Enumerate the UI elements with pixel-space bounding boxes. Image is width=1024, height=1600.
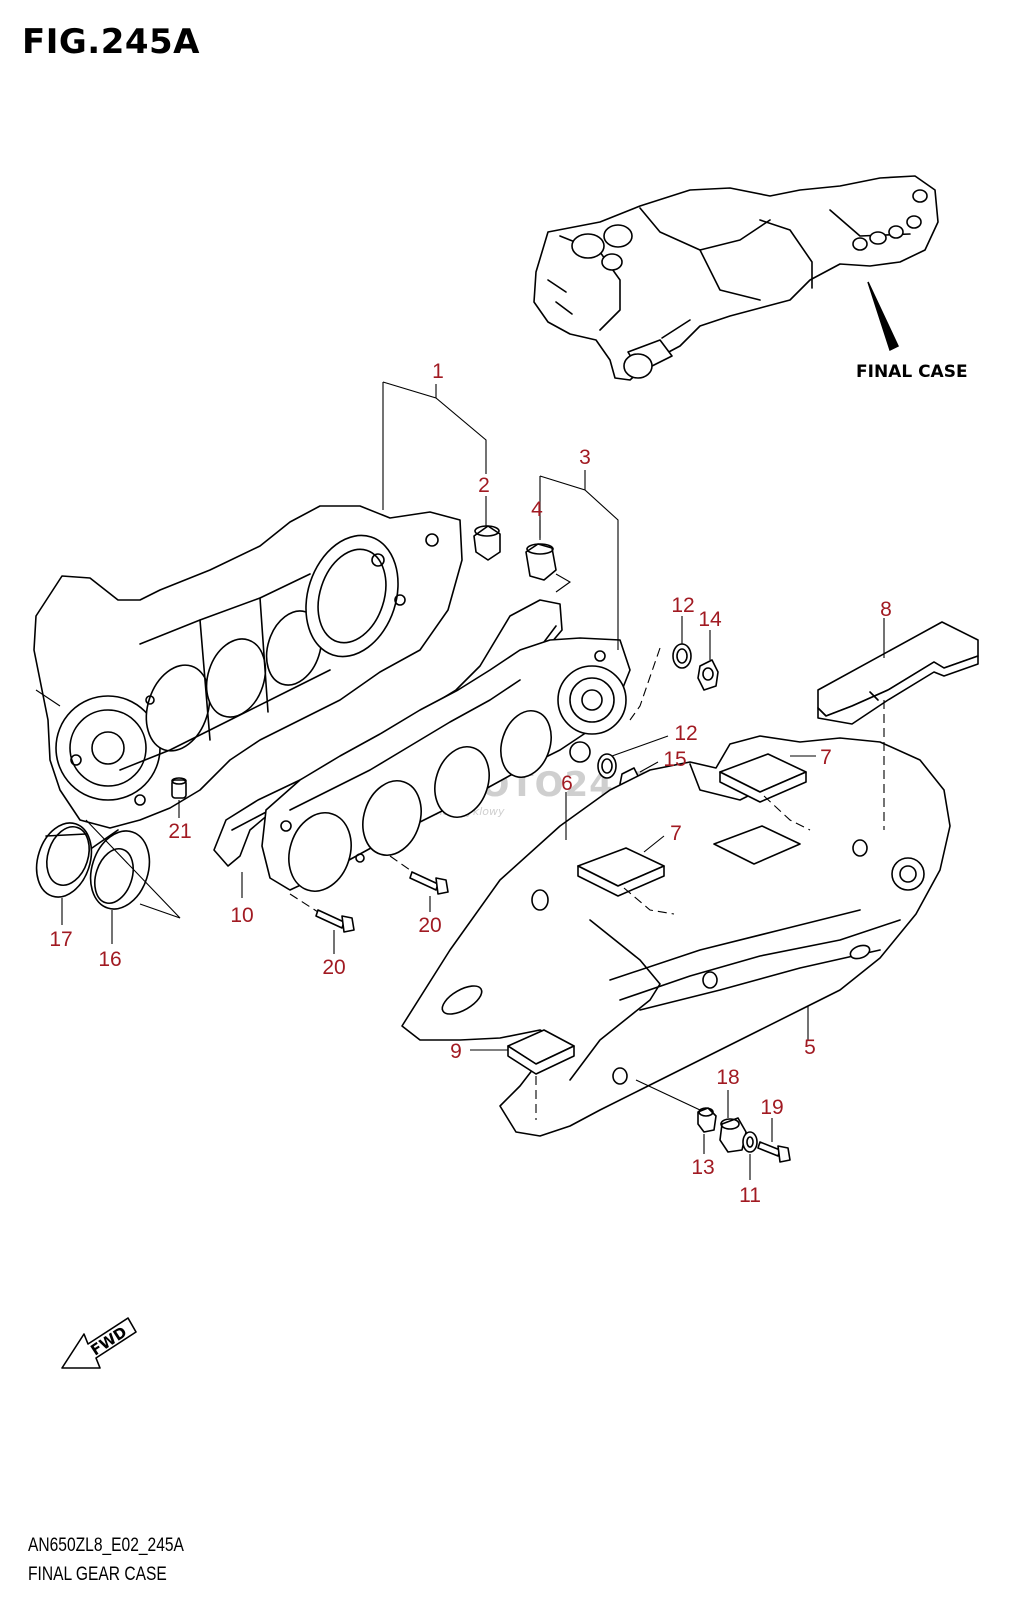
part-12-washer-upper	[672, 643, 692, 669]
part-8-shield-plate	[817, 621, 979, 725]
callout-16: 16	[98, 948, 121, 971]
callout-4: 4	[531, 498, 543, 521]
part-7-pad-mid	[713, 825, 801, 865]
callout-15: 15	[663, 748, 686, 771]
fwd-direction-arrow: FWD	[61, 1317, 137, 1369]
part-7-pad-lower	[577, 847, 665, 897]
part-20-bolt-b	[315, 909, 355, 933]
part-17-oil-seal	[35, 822, 93, 898]
part-4-bush	[525, 543, 557, 581]
callout-10: 10	[230, 904, 253, 927]
part-12-washer-lower	[597, 753, 617, 779]
part-11-washer	[742, 1131, 758, 1153]
section-name: FINAL GEAR CASE	[28, 1564, 167, 1585]
callout-8: 8	[880, 598, 892, 621]
callout-21: 21	[168, 820, 191, 843]
callout-20-right: 20	[418, 914, 441, 937]
callout-7-lower: 7	[670, 822, 682, 845]
callout-12-lower: 12	[674, 722, 697, 745]
final-case-assembly	[533, 175, 939, 381]
callout-9: 9	[450, 1040, 462, 1063]
callout-17: 17	[49, 928, 72, 951]
part-9-pad	[507, 1029, 575, 1075]
callout-5: 5	[804, 1036, 816, 1059]
inset-pointer-arrow	[867, 281, 899, 352]
part-20-bolt-a	[409, 871, 449, 895]
callout-12-upper: 12	[671, 594, 694, 617]
figure-title: FIG.245A	[22, 22, 200, 62]
callout-14: 14	[698, 608, 722, 631]
part-18-grommet	[719, 1117, 747, 1153]
callout-13: 13	[691, 1156, 714, 1179]
part-13-collar	[697, 1107, 717, 1133]
callout-20-left: 20	[322, 956, 345, 979]
part-19-bolt	[757, 1141, 791, 1163]
model-code: AN650ZL8_E02_245A	[28, 1535, 184, 1556]
part-21-dowel-pin	[171, 777, 187, 799]
callout-6: 6	[561, 772, 573, 795]
part-7-pad-upper	[719, 753, 807, 803]
part-2-bush	[473, 525, 501, 561]
part-14-cap	[697, 659, 719, 691]
callout-7-upper: 7	[820, 746, 832, 769]
callout-18: 18	[716, 1066, 739, 1089]
final-case-label: FINAL CASE	[856, 362, 968, 382]
part-16-bearing	[89, 829, 151, 910]
callout-19: 19	[760, 1096, 783, 1119]
callout-2: 2	[478, 474, 490, 497]
part-1-final-case-half	[33, 505, 463, 829]
part-3-inner-cover	[261, 637, 631, 892]
callout-11: 11	[739, 1184, 761, 1207]
callout-1: 1	[432, 360, 444, 383]
callout-3: 3	[579, 446, 591, 469]
fwd-label: FWD	[87, 1323, 130, 1359]
callout-labels: 1 2 3 4 5 6 7 7 8 9 10 11 12 12 13 14 15…	[49, 360, 892, 1207]
